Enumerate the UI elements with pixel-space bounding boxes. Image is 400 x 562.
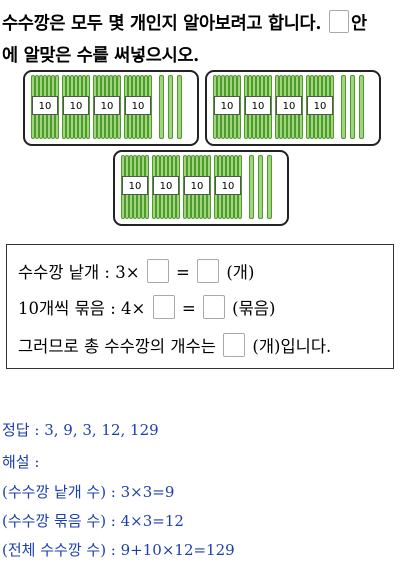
row-bundles: 10개씩 묶음 : 4× = (묶음) (18, 295, 275, 320)
single-stick (258, 155, 263, 219)
bundle-label: 10 (245, 96, 271, 115)
bundle-label: 10 (94, 96, 120, 115)
bundle-label: 10 (214, 96, 240, 115)
bundle-label: 10 (153, 176, 179, 195)
bundle-label: 10 (125, 96, 151, 115)
row-singles-unit: (개) (226, 263, 255, 282)
stick-group-3: 10 10 10 10 (113, 150, 289, 226)
blank-bundles-multiplier (152, 295, 175, 319)
explanation-line-3: (전체 수수깡 수) : 9+10×12=129 (2, 541, 235, 559)
single-stick (159, 75, 164, 139)
bundle-label: 10 (276, 96, 302, 115)
stick-bundle: 10 (124, 75, 152, 139)
single-stick (350, 75, 355, 139)
single-stick (249, 155, 254, 219)
blank-bundles-result (202, 295, 225, 319)
row-total-end: (개)입니다. (252, 337, 332, 356)
stick-bundle: 10 (306, 75, 334, 139)
bundle-label: 10 (215, 176, 241, 195)
stick-bundle: 10 (244, 75, 272, 139)
stick-bundle: 10 (121, 155, 149, 219)
row-total: 그러므로 총 수수깡의 개수는 (개)입니다. (18, 333, 331, 358)
bundle-label: 10 (122, 176, 148, 195)
blank-singles-result (197, 259, 220, 283)
question-text: 수수깡은 모두 몇 개인지 알아보려고 합니다. 안 에 알맞은 수를 써넣으시… (2, 8, 398, 72)
stick-bundle: 10 (62, 75, 90, 139)
stick-bundle: 10 (213, 75, 241, 139)
question-line-1: 수수깡은 모두 몇 개인지 알아보려고 합니다. 안 (2, 8, 398, 40)
question-line-1-after: 안 (350, 14, 367, 34)
row-bundles-unit: (묶음) (232, 299, 276, 318)
row-singles-equals: = (176, 263, 190, 282)
stick-bundle: 10 (93, 75, 121, 139)
answer-line: 정답 : 3, 9, 3, 12, 129 (2, 421, 159, 439)
stick-bundle: 10 (275, 75, 303, 139)
row-singles: 수수깡 낱개 : 3× = (개) (18, 259, 254, 284)
explanation-title: 해설 : (2, 453, 40, 471)
single-stick (168, 75, 173, 139)
row-singles-label: 수수깡 낱개 : 3× (18, 263, 140, 282)
bundle-label: 10 (184, 176, 210, 195)
blank-singles-multiplier (146, 259, 169, 283)
single-stick (267, 155, 272, 219)
bundle-label: 10 (32, 96, 58, 115)
single-stick (359, 75, 364, 139)
question-line-2: 에 알맞은 수를 써넣으시오. (2, 46, 199, 66)
explanation-line-1: (수수깡 낱개 수) : 3×3=9 (2, 483, 175, 501)
bundle-label: 10 (63, 96, 89, 115)
stick-group-2: 10 10 10 10 (205, 70, 381, 146)
stick-group-1: 10 10 10 10 (23, 70, 199, 146)
row-total-label: 그러므로 총 수수깡의 개수는 (18, 337, 216, 356)
blank-total (223, 333, 246, 357)
single-stick (341, 75, 346, 139)
stick-bundle: 10 (183, 155, 211, 219)
single-stick (177, 75, 182, 139)
row-bundles-equals: = (181, 299, 196, 318)
stick-bundle: 10 (152, 155, 180, 219)
stick-bundle: 10 (214, 155, 242, 219)
question-line-1-text: 수수깡은 모두 몇 개인지 알아보려고 합니다. (2, 14, 322, 34)
stick-bundle: 10 (31, 75, 59, 139)
row-bundles-label: 10개씩 묶음 : 4× (18, 299, 146, 318)
problem-box: 수수깡 낱개 : 3× = (개) 10개씩 묶음 : 4× = (묶음) 그러… (6, 244, 394, 369)
answer-blank-inline (328, 10, 349, 33)
bundle-label: 10 (307, 96, 333, 115)
explanation-line-2: (수수깡 묶음 수) : 4×3=12 (2, 512, 184, 530)
